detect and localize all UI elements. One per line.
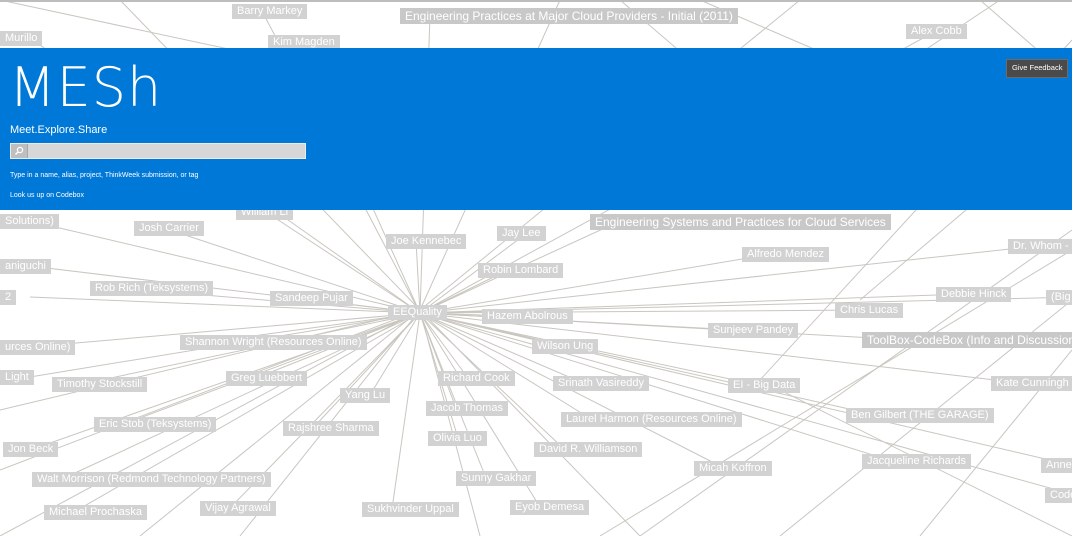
- graph-node[interactable]: Greg Luebbert: [226, 371, 307, 386]
- graph-edge: [415, 240, 421, 314]
- graph-node[interactable]: Kate Cunningh: [991, 376, 1072, 391]
- graph-node[interactable]: Eyob Demesa: [510, 500, 590, 515]
- graph-edge: [419, 253, 773, 314]
- graph-node[interactable]: (Big: [1046, 290, 1072, 305]
- graph-node[interactable]: Sandeep Pujar: [270, 291, 353, 306]
- search-button[interactable]: [11, 144, 28, 158]
- graph-node[interactable]: Yang Lu: [340, 388, 391, 403]
- graph-node[interactable]: Kim Magden: [268, 35, 340, 50]
- graph-edge: [391, 312, 421, 510]
- give-feedback-button[interactable]: Give Feedback: [1006, 59, 1069, 78]
- graph-node[interactable]: Michael Prochaska: [44, 505, 147, 520]
- graph-node[interactable]: Engineering Systems and Practices for Cl…: [590, 214, 891, 230]
- codebox-link[interactable]: Look us up on Codebox: [10, 192, 84, 199]
- header-banner: MESh Meet.Explore.Share Type in a name, …: [0, 48, 1072, 210]
- graph-edge: [29, 312, 421, 348]
- search-input[interactable]: [28, 144, 309, 158]
- graph-node[interactable]: EI - Big Data: [728, 378, 801, 393]
- graph-node[interactable]: Chris Lucas: [835, 303, 904, 318]
- graph-edge: [0, 309, 421, 411]
- graph-edge: [419, 312, 487, 479]
- search-hint: Type in a name, alias, project, ThinkWee…: [10, 172, 199, 179]
- graph-edge: [419, 309, 481, 536]
- graph-node[interactable]: Rob Rich (Teksystems): [90, 281, 214, 296]
- graph-node[interactable]: Engineering Practices at Major Cloud Pro…: [400, 8, 738, 24]
- graph-node[interactable]: Barry Markey: [232, 4, 308, 19]
- graph-node[interactable]: Laurel Harmon (Resources Online): [561, 412, 742, 427]
- graph-node[interactable]: Hazem Abolrous: [482, 309, 573, 324]
- app-logo: MESh: [9, 56, 163, 119]
- graph-edge: [419, 312, 877, 416]
- graph-node[interactable]: urces Online): [0, 340, 76, 355]
- graph-node[interactable]: Rajshree Sharma: [283, 421, 379, 436]
- graph-node[interactable]: Debbie Hinck: [936, 287, 1012, 302]
- graph-node[interactable]: Alfredo Mendez: [742, 247, 830, 262]
- graph-node[interactable]: ToolBox-CodeBox (Info and Discussion): [862, 332, 1072, 348]
- graph-edge: [419, 309, 641, 536]
- graph-node[interactable]: Timothy Stockstill: [52, 377, 148, 392]
- graph-node[interactable]: Wilson Ung: [532, 339, 599, 354]
- graph-node[interactable]: Micah Koffron: [694, 461, 772, 476]
- graph-edge: [419, 312, 469, 379]
- graph-edge: [265, 211, 421, 314]
- graph-node[interactable]: aniguchi: [0, 259, 51, 274]
- graph-node[interactable]: Richard Cook: [438, 371, 515, 386]
- graph-edge: [419, 232, 528, 314]
- graph-edge: [419, 312, 592, 420]
- search-icon: [15, 146, 24, 155]
- graph-node[interactable]: Eric Stob (Teksystems): [94, 417, 217, 432]
- graph-edge: [639, 229, 1072, 536]
- graph-node[interactable]: Alex Cobb: [906, 24, 967, 39]
- graph-node[interactable]: Light: [0, 370, 34, 385]
- graph-edge: [29, 220, 421, 314]
- graph-node[interactable]: Joe Kennebec: [386, 234, 467, 249]
- graph-node[interactable]: Robin Lombard: [478, 263, 564, 278]
- graph-node[interactable]: 2: [0, 290, 17, 305]
- graph-node[interactable]: Anne: [1041, 458, 1072, 473]
- graph-node[interactable]: Murillo: [0, 31, 43, 46]
- graph-node[interactable]: Vijay Agrawal: [200, 501, 276, 516]
- graph-node[interactable]: Sukhvinder Uppal: [362, 502, 459, 517]
- graph-edge: [123, 312, 421, 425]
- search-box: [10, 143, 309, 159]
- graph-node[interactable]: Code: [1045, 488, 1072, 503]
- graph-edge: [419, 312, 584, 384]
- graph-edge: [419, 245, 1039, 314]
- graph-node[interactable]: Olivia Luo: [428, 431, 487, 446]
- graph-node[interactable]: Ben Gilbert (THE GARAGE): [846, 408, 994, 423]
- graph-node[interactable]: Solutions): [0, 214, 59, 229]
- graph-node[interactable]: Josh Carrier: [134, 221, 204, 236]
- graph-node[interactable]: Walt Morrison (Redmond Technology Partne…: [32, 472, 271, 487]
- graph-edge: [163, 227, 421, 314]
- graph-node[interactable]: Jacob Thomas: [426, 401, 508, 416]
- graph-node[interactable]: Shannon Wright (Resources Online): [180, 335, 367, 350]
- graph-node[interactable]: Jacqueline Richards: [862, 454, 972, 469]
- graph-edge: [29, 296, 421, 314]
- graph-node[interactable]: Sunjeev Pandey: [708, 323, 799, 338]
- graph-node[interactable]: Jon Beck: [3, 442, 59, 457]
- graph-node[interactable]: Srinath Vasireddy: [553, 376, 650, 391]
- graph-node[interactable]: Dr. Whom -: [1008, 239, 1072, 254]
- app-tagline: Meet.Explore.Share: [10, 124, 108, 136]
- top-border: [0, 0, 1072, 2]
- graph-node[interactable]: David R. Williamson: [534, 442, 643, 457]
- graph-node[interactable]: Sunny Gakhar: [456, 471, 537, 486]
- graph-edge: [419, 312, 893, 462]
- graph-edge: [419, 312, 1022, 384]
- graph-hub-node[interactable]: EEQuality: [388, 305, 447, 320]
- graph-edge: [369, 312, 421, 396]
- graph-edge: [139, 309, 421, 536]
- graph-node[interactable]: Jay Lee: [497, 226, 546, 241]
